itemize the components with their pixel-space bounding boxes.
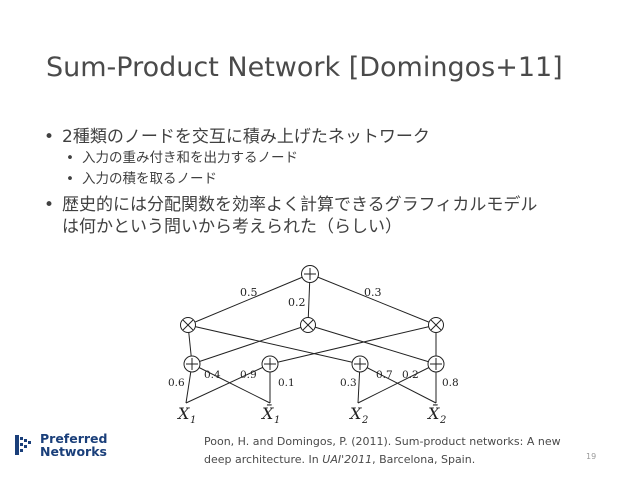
preferred-networks-logo: Preferred Networks [14, 432, 107, 458]
bullet-history-line2: は何かという問いから考えられた（らしい） [62, 217, 402, 237]
leaf-x1-negated: X̄ 1 [260, 402, 280, 426]
page-number: 19 [586, 452, 597, 461]
product-node-3 [428, 317, 444, 333]
citation-line2-post: , Barcelona, Spain. [372, 453, 476, 466]
leaf-x2-label: X [348, 404, 362, 423]
weight-leaf-6: 0.7 [376, 369, 393, 381]
bullet-history: 歴史的には分配関数を効率よく計算できるグラフィカルモデル は何かという問いから考… [44, 194, 604, 238]
weight-leaf-4: 0.1 [278, 377, 295, 389]
sub-bullet-product-node: 入力の積を取るノード [44, 169, 604, 190]
weight-leaf-1: 0.6 [168, 377, 185, 389]
citation: Poon, H. and Domingos, P. (2011). Sum-pr… [204, 433, 594, 469]
leaf-x2-sub: 2 [361, 415, 368, 426]
sum-node-2 [261, 355, 279, 373]
leaf-x2-negated-sub: 2 [439, 415, 446, 426]
sum-node-3 [351, 355, 369, 373]
bullet-list: 2種類のノードを交互に積み上げたネットワーク 入力の重み付き和を出力するノード … [44, 126, 604, 238]
leaf-x2: X 2 [348, 404, 368, 426]
weight-leaf-5: 0.3 [340, 377, 357, 389]
leaf-x1-negated-sub: 1 [274, 415, 280, 426]
leaf-x1: X 1 [176, 404, 196, 426]
sum-node-4 [427, 355, 445, 373]
weight-root-left: 0.5 [240, 286, 258, 299]
logo-line2: Networks [40, 444, 107, 459]
leaf-x1-sub: 1 [190, 415, 196, 426]
logo-line1: Preferred [40, 431, 108, 446]
citation-venue: UAI'2011 [322, 453, 373, 466]
leaf-x1-negated-label: X̄ [260, 402, 274, 423]
citation-line1: Poon, H. and Domingos, P. (2011). Sum-pr… [204, 435, 561, 448]
bullet-node-types: 2種類のノードを交互に積み上げたネットワーク [44, 126, 604, 148]
citation-line2-pre: deep architecture. In [204, 453, 323, 466]
weight-root-right: 0.3 [364, 286, 382, 299]
leaf-x2-negated: X̄ 2 [426, 402, 446, 426]
product-node-2 [300, 317, 316, 333]
weight-leaf-8: 0.8 [442, 377, 459, 389]
weight-leaf-2: 0.4 [204, 369, 221, 381]
weight-leaf-7: 0.2 [402, 369, 419, 381]
leaf-x2-negated-label: X̄ [426, 402, 440, 423]
spn-diagram: 0.5 0.2 0.3 0.6 0.4 0.9 0.1 0.3 0.7 0.2 … [168, 265, 459, 426]
weight-root-middle: 0.2 [288, 296, 306, 309]
sum-node-1 [183, 355, 201, 373]
product-edges [187, 324, 437, 365]
leaf-edges [185, 363, 437, 404]
sub-bullet-sum-node: 入力の重み付き和を出力するノード [44, 148, 604, 169]
citation-line2: deep architecture. In UAI'2011, Barcelon… [204, 451, 594, 469]
slide-title: Sum-Product Network [Domingos+11] [46, 52, 563, 83]
leaf-x1-label: X [176, 404, 190, 423]
bullet-history-line1: 歴史的には分配関数を効率よく計算できるグラフィカルモデル [62, 195, 538, 215]
product-node-1 [180, 317, 196, 333]
pfn-logo-icon [15, 435, 31, 455]
weight-leaf-3: 0.9 [240, 369, 257, 381]
root-sum-node [301, 265, 319, 283]
